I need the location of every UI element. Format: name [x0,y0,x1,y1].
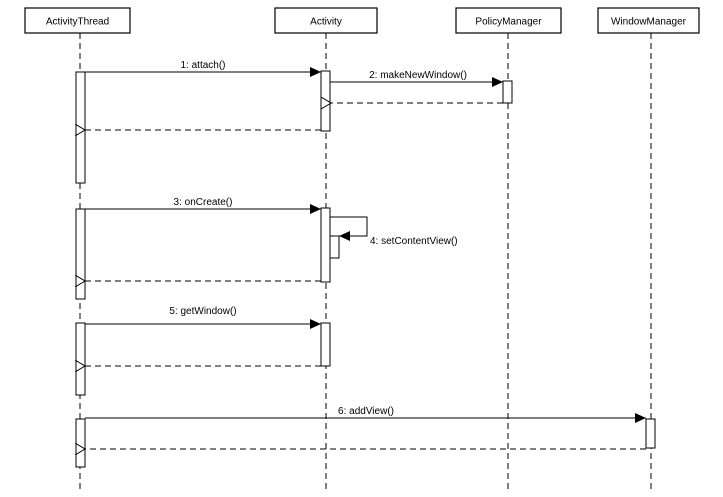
message-label: 2: makeNewWindow() [369,70,467,81]
participant-label: PolicyManager [475,17,542,28]
participant-policy-manager: PolicyManager [455,7,562,34]
activation-bar [75,71,86,184]
message-label: 5: getWindow() [169,306,236,317]
participant-window-manager: WindowManager [597,7,700,34]
activation-bar [645,418,656,449]
self-message-arrow [330,216,368,241]
activation-bar [320,70,331,132]
participant-activity: Activity [274,7,378,34]
activation-bar [502,80,513,104]
activation-bar [320,322,331,367]
activation-bar [75,322,86,396]
participant-label: ActivityThread [46,17,109,28]
message-label: 3: onCreate() [174,197,233,208]
participant-label: Activity [310,17,342,28]
activation-bar [75,418,86,468]
message-label: 1: attach() [180,60,225,71]
participant-activity-thread: ActivityThread [24,7,131,34]
message-label: 4: setContentView() [370,236,458,247]
activation-bar [320,207,331,283]
activation-bar [75,208,86,300]
participant-label: WindowManager [611,17,687,28]
message-label: 6: addView() [338,406,394,417]
activation-bar [329,235,340,259]
